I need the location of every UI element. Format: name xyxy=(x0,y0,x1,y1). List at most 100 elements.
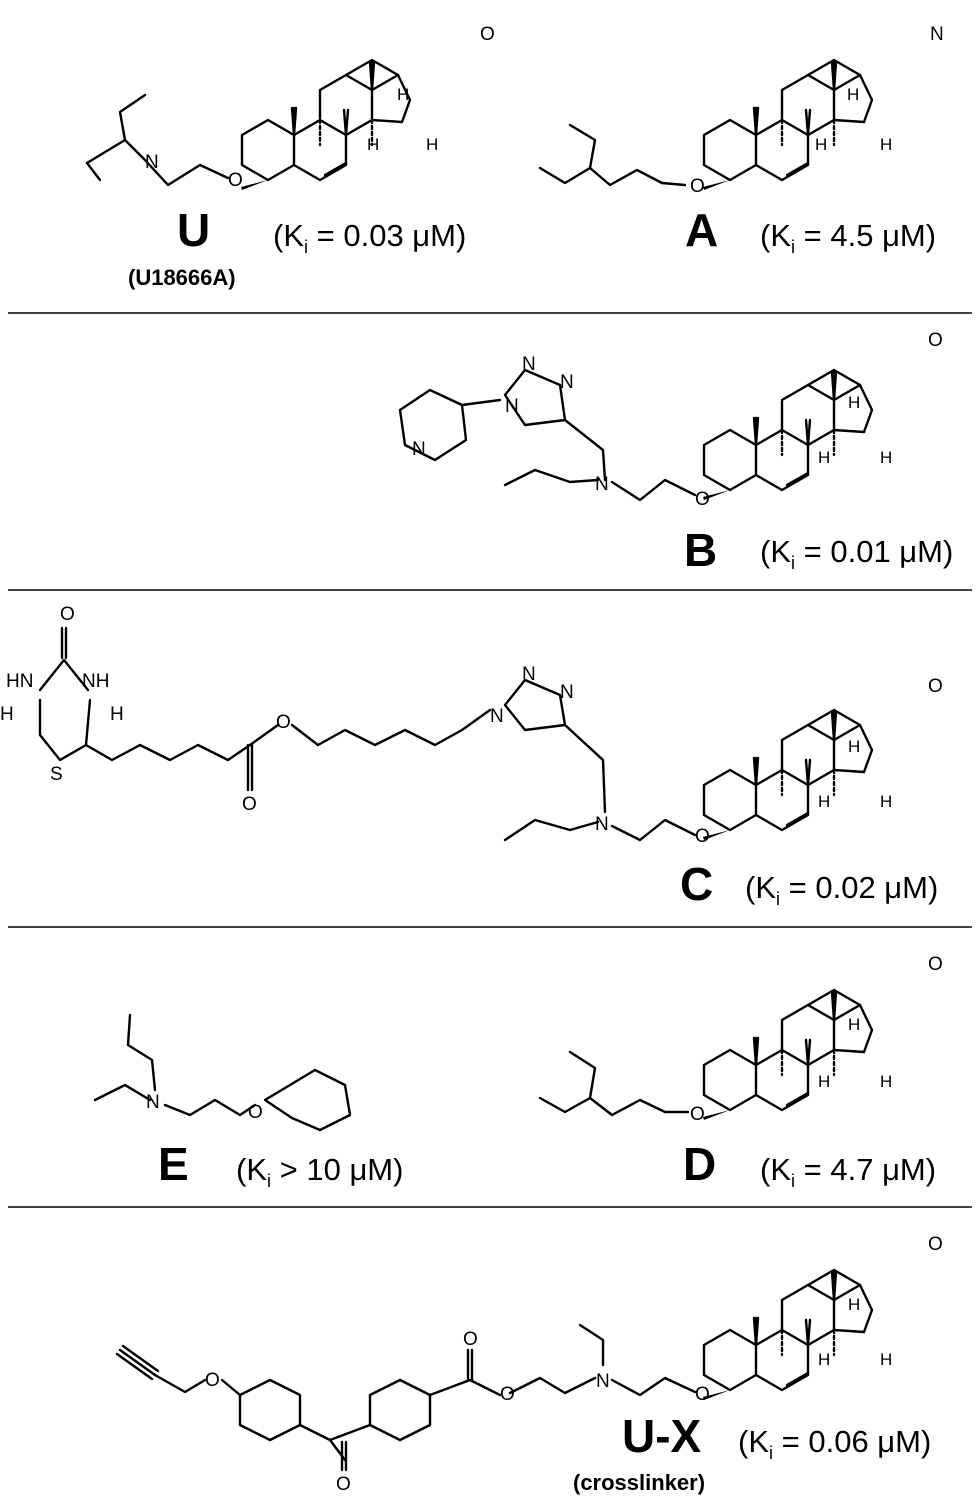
structure-d: O O H H H xyxy=(538,954,943,1125)
ki-open: (K xyxy=(760,534,791,569)
panel-b: N N N N N O O H H H B (Ki = 0.01 μM) xyxy=(398,330,953,576)
atom-o: O xyxy=(690,176,705,197)
atom-h: H xyxy=(818,1072,830,1091)
ki-value: 4.7 xyxy=(830,1152,873,1187)
atom-n: N xyxy=(505,396,519,417)
atom-o: O xyxy=(928,954,943,975)
ki-value: 0.01 xyxy=(830,534,890,569)
atom-o: O xyxy=(60,604,75,625)
atom-o: O xyxy=(928,676,943,697)
ki-value: 10 xyxy=(306,1152,340,1187)
compound-name: U-X xyxy=(622,1410,702,1462)
atom-nh: NH xyxy=(82,671,109,692)
ki-value: 4.5 xyxy=(830,218,873,253)
structure-u-x: O O O O N O O H H H xyxy=(115,1234,943,1495)
panel-e-d: N O E (Ki > 10 μM) O O H H H D (Ki = 4.7… xyxy=(93,954,943,1191)
ki-open: (K xyxy=(745,870,776,905)
atom-n: N xyxy=(560,372,574,393)
atom-n: N xyxy=(930,24,944,45)
ki-unit: μM) xyxy=(873,218,936,253)
ki-sub: i xyxy=(791,1171,795,1191)
ki-open: (K xyxy=(236,1152,267,1187)
atom-o: O xyxy=(228,170,243,191)
compound-name: C xyxy=(680,858,713,910)
atom-h: H xyxy=(815,135,827,154)
atom-o: O xyxy=(242,794,257,815)
ki-unit: μM) xyxy=(876,870,939,905)
ki-unit: μM) xyxy=(341,1152,404,1187)
atom-n: N xyxy=(522,354,536,375)
ki-label: (Ki = 0.06 μM) xyxy=(738,1424,931,1463)
ki-eq: = xyxy=(773,1424,808,1459)
atom-h: H xyxy=(880,448,892,467)
ki-label: (Ki = 4.5 μM) xyxy=(760,218,936,257)
ki-unit: μM) xyxy=(873,1152,936,1187)
atom-h: H xyxy=(880,1350,892,1369)
ki-eq: = xyxy=(308,218,343,253)
atom-o: O xyxy=(695,826,710,847)
compound-note: (U18666A) xyxy=(128,265,236,290)
atom-o: O xyxy=(695,1384,710,1405)
ki-eq: = xyxy=(795,1152,830,1187)
ki-eq: = xyxy=(780,870,815,905)
atom-o: O xyxy=(928,1234,943,1255)
compound-name: E xyxy=(158,1138,189,1190)
ki-label: (Ki = 4.7 μM) xyxy=(760,1152,936,1191)
ki-label: (Ki = 0.01 μM) xyxy=(760,534,953,573)
atom-s: S xyxy=(50,764,63,785)
atom-h: H xyxy=(848,737,860,756)
ki-sub: i xyxy=(304,237,308,257)
atom-o: O xyxy=(695,489,710,510)
atom-o: O xyxy=(336,1474,351,1495)
ki-sub: i xyxy=(776,889,780,909)
structure-a: O N H H H xyxy=(538,24,944,197)
compound-name: U xyxy=(177,204,210,256)
atom-h: H xyxy=(848,1015,860,1034)
atom-h: H xyxy=(0,704,14,725)
ki-value: 0.03 xyxy=(343,218,403,253)
panel-u-a: N O O H H H U (U18666A) (Ki = 0.03 μM) O… xyxy=(85,24,944,290)
ki-sub: i xyxy=(769,1443,773,1463)
atom-h: H xyxy=(818,792,830,811)
ki-open: (K xyxy=(760,218,791,253)
atom-h: H xyxy=(367,135,379,154)
ki-open: (K xyxy=(760,1152,791,1187)
ki-label: (Ki = 0.03 μM) xyxy=(273,218,466,257)
atom-h: H xyxy=(818,448,830,467)
atom-o: O xyxy=(480,24,495,45)
ki-sub: i xyxy=(267,1171,271,1191)
atom-h: H xyxy=(880,792,892,811)
atom-o: O xyxy=(205,1370,220,1391)
atom-hn: HN xyxy=(6,671,33,692)
atom-o: O xyxy=(500,1384,515,1405)
compound-name: A xyxy=(685,204,718,256)
atom-h: H xyxy=(847,85,859,104)
atom-o: O xyxy=(928,330,943,351)
atom-h: H xyxy=(110,704,124,725)
ki-unit: μM) xyxy=(404,218,467,253)
atom-n: N xyxy=(522,664,536,685)
atom-h: H xyxy=(818,1350,830,1369)
atom-n: N xyxy=(490,706,504,727)
atom-h: H xyxy=(397,85,409,104)
structure-u: N O O H H H xyxy=(85,24,495,192)
structure-e: N O xyxy=(93,1013,352,1132)
structure-c: O HN NH H H S O O N N N N O O H H H xyxy=(0,604,943,847)
atom-h: H xyxy=(848,1295,860,1314)
atom-o: O xyxy=(248,1102,263,1123)
ki-unit: μM) xyxy=(891,534,954,569)
ki-sub: i xyxy=(791,553,795,573)
ki-unit: μM) xyxy=(869,1424,932,1459)
structure-b: N N N N N O O H H H xyxy=(398,330,943,510)
panel-c: O HN NH H H S O O N N N N O O H H H C (K… xyxy=(0,604,943,910)
atom-h: H xyxy=(880,1072,892,1091)
atom-o: O xyxy=(690,1104,705,1125)
atom-o: O xyxy=(276,712,291,733)
ki-open: (K xyxy=(273,218,304,253)
atom-h: H xyxy=(880,135,892,154)
compound-name: B xyxy=(684,524,717,576)
ki-label: (Ki > 10 μM) xyxy=(236,1152,403,1191)
atom-n: N xyxy=(412,439,426,460)
ki-gt: > xyxy=(271,1152,306,1187)
